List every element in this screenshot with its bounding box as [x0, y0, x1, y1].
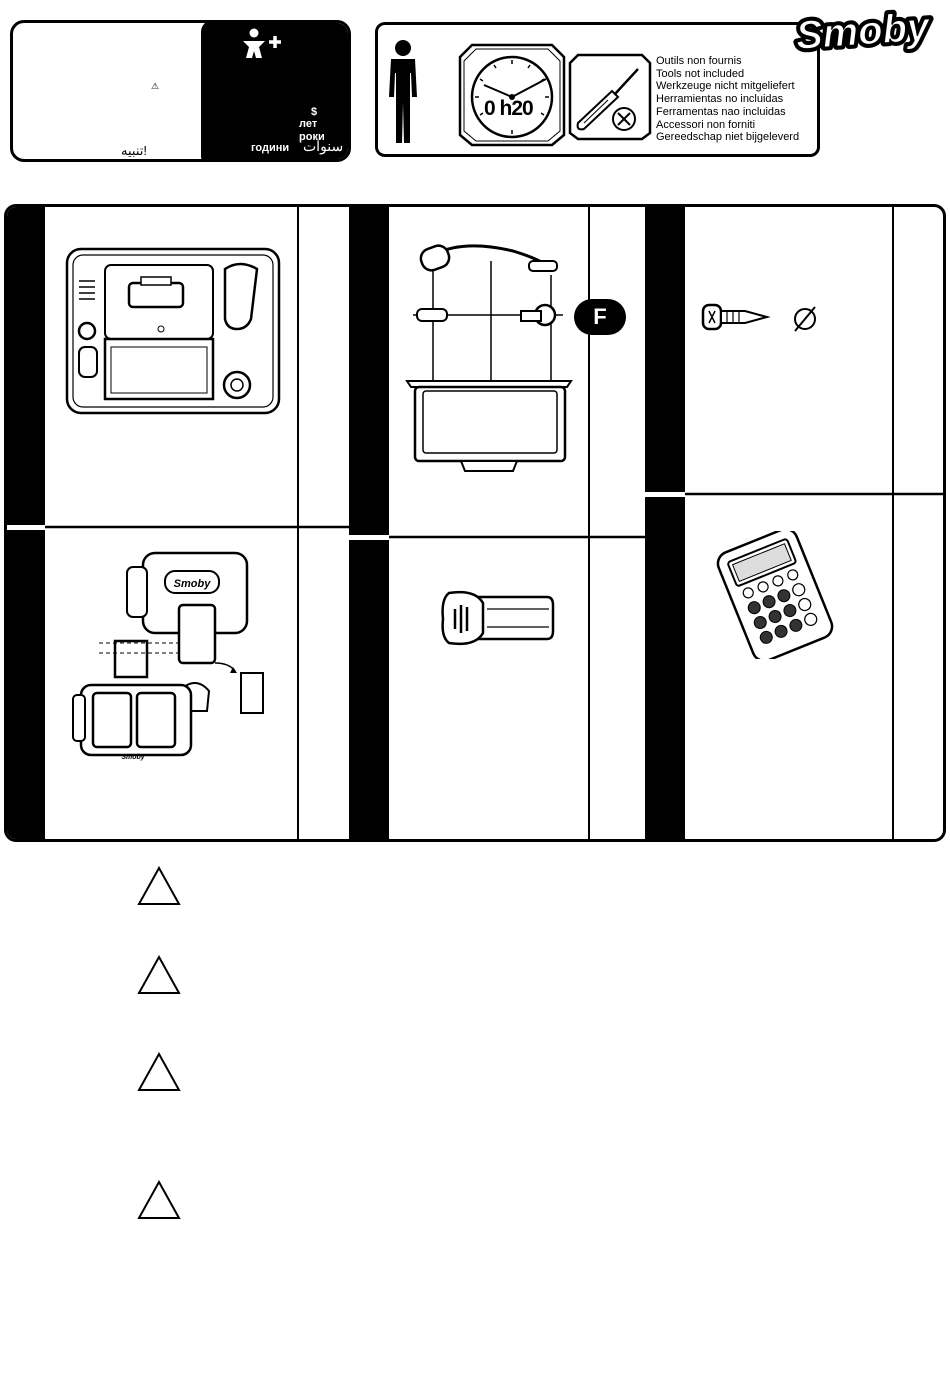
- drawer-removal-illustration: Smoby Smoby: [59, 545, 291, 767]
- assembly-time: 0 h20: [484, 97, 533, 121]
- tools-text-de: Werkzeuge nicht mitgeliefert: [656, 80, 799, 93]
- assembly-info-box: 0 h20 Outils non fournis Tools not inclu…: [375, 22, 820, 157]
- warning-triangle-icon: [137, 1052, 181, 1092]
- knob-part-illustration: [439, 587, 555, 651]
- warning-triangle-icon: [137, 1180, 181, 1220]
- age-warning-box: ⚠ تنبيه! $ лет роки години سنوات: [10, 20, 351, 162]
- smoby-logo: Smoby Smoby: [790, 4, 948, 66]
- age-unit-ru: лет: [299, 118, 317, 131]
- warning-triangle-icon: [137, 866, 181, 906]
- small-warning-triangle: ⚠: [151, 81, 159, 92]
- warning-triangle-icon: [137, 955, 181, 995]
- child-plus-icon: [241, 28, 287, 60]
- svg-text:Smoby: Smoby: [174, 578, 212, 590]
- screw-icon: [701, 299, 831, 339]
- appliance-front-illustration: [65, 247, 283, 417]
- tools-text-pt: Ferramentas nao incluidas: [656, 106, 799, 119]
- sink-assembly-illustration: [403, 241, 573, 475]
- step-f-badge: F: [574, 299, 626, 335]
- clock-icon: [458, 43, 566, 147]
- calculator-illustration: [711, 531, 839, 659]
- age-panel: $ лет роки години سنوات: [201, 20, 351, 162]
- age-unit-bg: години: [251, 142, 289, 155]
- age-unit-ar: سنوات: [303, 140, 343, 153]
- tools-text-es: Herramientas no incluidas: [656, 93, 799, 106]
- tools-not-included-list: Outils non fournis Tools not included We…: [656, 55, 799, 144]
- tools-text-fr: Outils non fournis: [656, 55, 799, 68]
- tools-text-en: Tools not included: [656, 68, 799, 81]
- adult-figure-icon: [385, 39, 421, 145]
- svg-text:Smoby: Smoby: [794, 5, 932, 58]
- screwdriver-icon: [568, 53, 652, 141]
- arabic-warning-text: تنبيه!: [121, 143, 147, 159]
- instruction-panel: Smoby Smoby F: [4, 204, 946, 842]
- svg-text:Smoby: Smoby: [121, 754, 145, 761]
- tools-text-nl: Gereedschap niet bijgeleverd: [656, 131, 799, 144]
- tools-text-it: Accessori non forniti: [656, 119, 799, 132]
